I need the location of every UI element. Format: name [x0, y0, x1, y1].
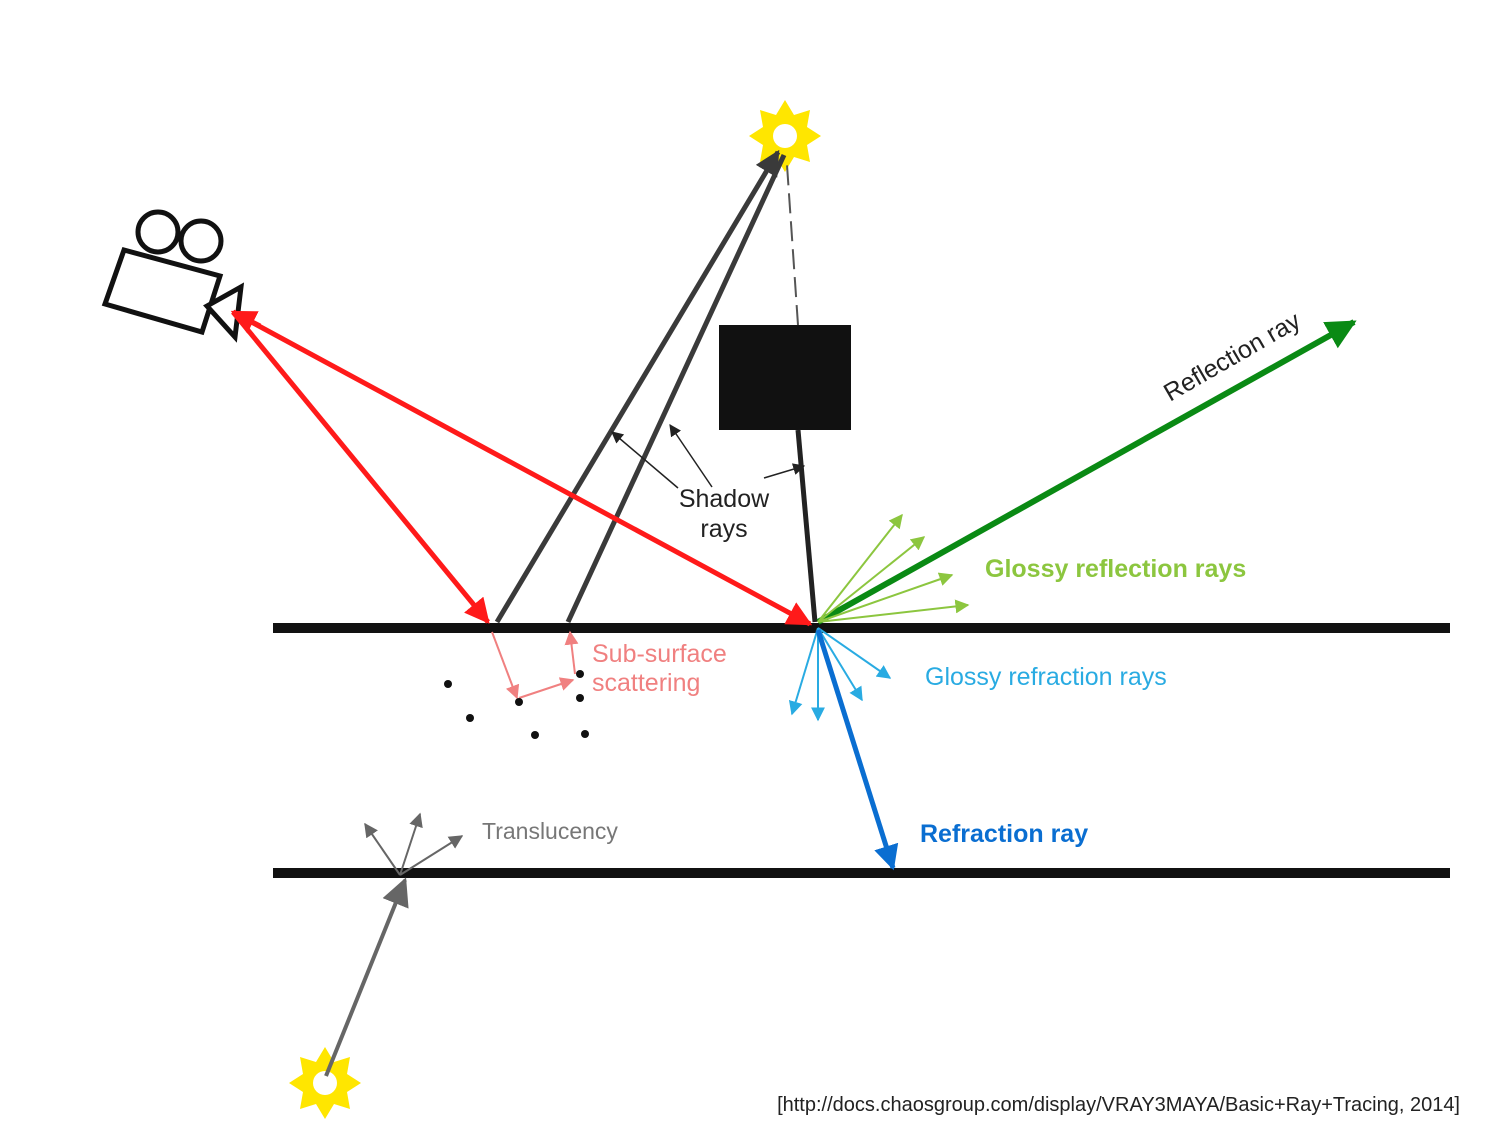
shadow-ray-3: [795, 429, 818, 623]
translucency-ray: [324, 877, 409, 1077]
subsurface-label-line1: Sub-surface: [592, 640, 727, 668]
glossy-refraction-rays: [788, 627, 892, 722]
translucency-label: Translucency: [482, 818, 618, 844]
movie-camera-icon: [101, 209, 245, 343]
star-light-icon: [749, 100, 821, 172]
citation-text: [http://docs.chaosgroup.com/display/VRAY…: [777, 1094, 1460, 1116]
refraction-ray: [815, 629, 899, 871]
glossy-reflection-rays: [817, 513, 970, 623]
shadow-ray-pointers: [611, 424, 806, 489]
camera-ray-2: [231, 309, 813, 627]
camera-ray-1: [231, 310, 490, 624]
reflection-ray: [816, 319, 1357, 625]
occluder-box: [719, 325, 851, 430]
camera-ray-2-out: [230, 309, 262, 334]
shadow-ray-1: [494, 149, 781, 624]
shadow-ray-3-blocked: [786, 164, 799, 326]
subsurface-particles: [444, 670, 589, 739]
shadow-ray-2: [565, 153, 787, 624]
translucency-scatter: [364, 812, 464, 876]
subsurface-scattering-path: [491, 630, 579, 700]
glossy-reflection-label: Glossy reflection rays: [985, 555, 1246, 583]
subsurface-label-line2: scattering: [592, 669, 700, 697]
star-light-icon: [289, 1047, 361, 1119]
shadow-rays-label-line1: Shadow: [679, 485, 770, 513]
refraction-ray-label: Refraction ray: [920, 820, 1088, 848]
glossy-refraction-label: Glossy refraction rays: [925, 663, 1167, 691]
shadow-rays-label-line2: rays: [700, 515, 747, 543]
